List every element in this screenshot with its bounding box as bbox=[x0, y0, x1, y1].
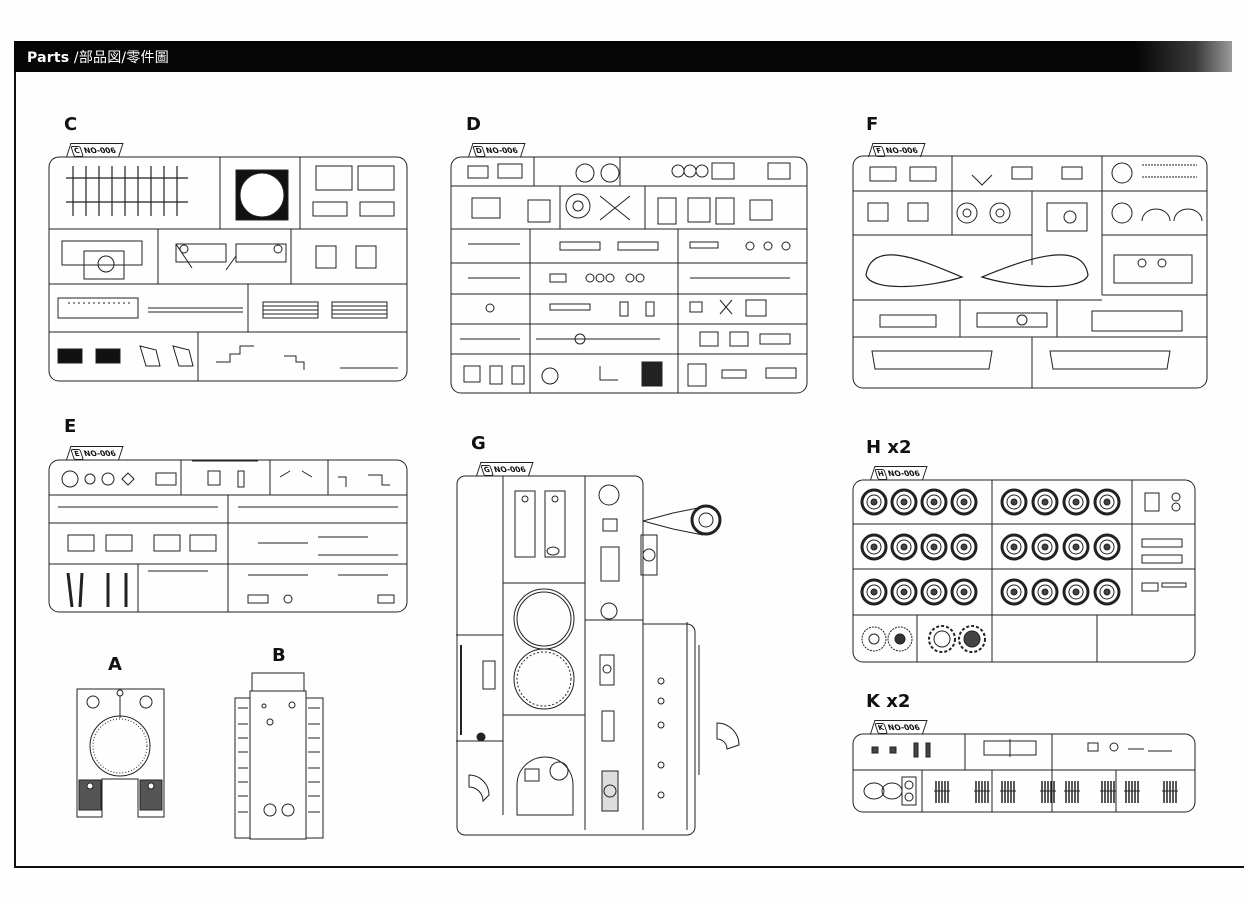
road-wheel bbox=[1000, 533, 1028, 561]
shell-rack bbox=[1000, 781, 1016, 803]
part-b-hull-floor bbox=[234, 672, 326, 844]
sprue-d-tag: DNO-006 bbox=[468, 143, 526, 157]
road-wheel bbox=[1093, 578, 1121, 606]
sprue-g-drawing bbox=[456, 475, 740, 836]
sprue-c-label: C bbox=[64, 114, 78, 135]
sprue-d-tag-letter: D bbox=[472, 145, 486, 157]
sprue-g-tag-letter: G bbox=[480, 464, 494, 476]
road-wheel bbox=[1062, 533, 1090, 561]
sprue-h-drawing bbox=[852, 479, 1196, 663]
shell-rack bbox=[1064, 781, 1080, 803]
sprue-f bbox=[852, 155, 1208, 389]
shell-rack bbox=[1162, 781, 1178, 803]
road-wheel bbox=[920, 578, 948, 606]
road-wheel bbox=[1062, 578, 1090, 606]
sprue-h-road-wheels bbox=[860, 488, 1121, 606]
road-wheel bbox=[860, 533, 888, 561]
sprue-k bbox=[852, 733, 1196, 813]
sprue-h-label: H x2 bbox=[866, 437, 912, 458]
sprue-f-label: F bbox=[866, 114, 879, 135]
sprue-e-drawing bbox=[48, 459, 408, 613]
road-wheel bbox=[950, 488, 978, 516]
sprue-c-tag-letter: C bbox=[70, 145, 84, 157]
road-wheel bbox=[860, 488, 888, 516]
sprue-h bbox=[852, 479, 1196, 663]
road-wheel bbox=[890, 578, 918, 606]
sprue-g-label: G bbox=[471, 433, 486, 454]
road-wheel bbox=[890, 488, 918, 516]
sprue-k-ammunition-racks bbox=[934, 781, 1178, 803]
sprue-d bbox=[450, 156, 808, 394]
sprue-c bbox=[48, 156, 408, 382]
sprue-h-tag-letter: H bbox=[874, 468, 888, 480]
section-title-translations: /部品図/零件圖 bbox=[69, 50, 169, 66]
road-wheel bbox=[920, 533, 948, 561]
road-wheel bbox=[1000, 488, 1028, 516]
sprue-d-label: D bbox=[466, 114, 481, 135]
road-wheel bbox=[950, 533, 978, 561]
sprue-g bbox=[455, 475, 755, 836]
road-wheel bbox=[1000, 578, 1028, 606]
shell-rack bbox=[974, 781, 990, 803]
shell-rack bbox=[1124, 781, 1140, 803]
sprue-f-drawing bbox=[852, 155, 1208, 389]
sprue-k-drawing bbox=[852, 733, 1196, 813]
part-a-drawing bbox=[76, 688, 165, 818]
part-a-hull-plate bbox=[76, 688, 166, 822]
section-title: Parts /部品図/零件圖 bbox=[27, 47, 169, 67]
part-a-label: A bbox=[108, 654, 122, 675]
road-wheel bbox=[1093, 533, 1121, 561]
sprue-e bbox=[48, 459, 408, 613]
section-header-bar: Parts /部品図/零件圖 bbox=[14, 41, 1232, 72]
part-b-label: B bbox=[272, 645, 286, 666]
part-b-drawing bbox=[234, 672, 324, 840]
road-wheel bbox=[890, 533, 918, 561]
shell-rack bbox=[1040, 781, 1056, 803]
road-wheel bbox=[920, 488, 948, 516]
road-wheel bbox=[1031, 488, 1059, 516]
sprue-e-tag-letter: E bbox=[70, 448, 84, 460]
sprue-e-label: E bbox=[64, 416, 77, 437]
page-frame bbox=[14, 72, 1244, 868]
shell-rack bbox=[1100, 781, 1116, 803]
road-wheel bbox=[1062, 488, 1090, 516]
sprue-k-label: K x2 bbox=[866, 691, 911, 712]
shell-rack bbox=[934, 781, 950, 803]
sprue-d-drawing bbox=[450, 156, 808, 394]
road-wheel bbox=[1031, 533, 1059, 561]
road-wheel bbox=[1031, 578, 1059, 606]
part-b-side-pegs bbox=[238, 707, 320, 813]
sprue-k-tag-letter: K bbox=[874, 722, 888, 734]
road-wheel bbox=[860, 578, 888, 606]
section-title-english: Parts bbox=[27, 50, 70, 66]
road-wheel bbox=[1093, 488, 1121, 516]
sprue-c-track-links bbox=[66, 166, 188, 216]
sprue-c-drawing bbox=[48, 156, 408, 382]
sprue-h-tag: HNO-006 bbox=[870, 466, 928, 480]
road-wheel bbox=[950, 578, 978, 606]
